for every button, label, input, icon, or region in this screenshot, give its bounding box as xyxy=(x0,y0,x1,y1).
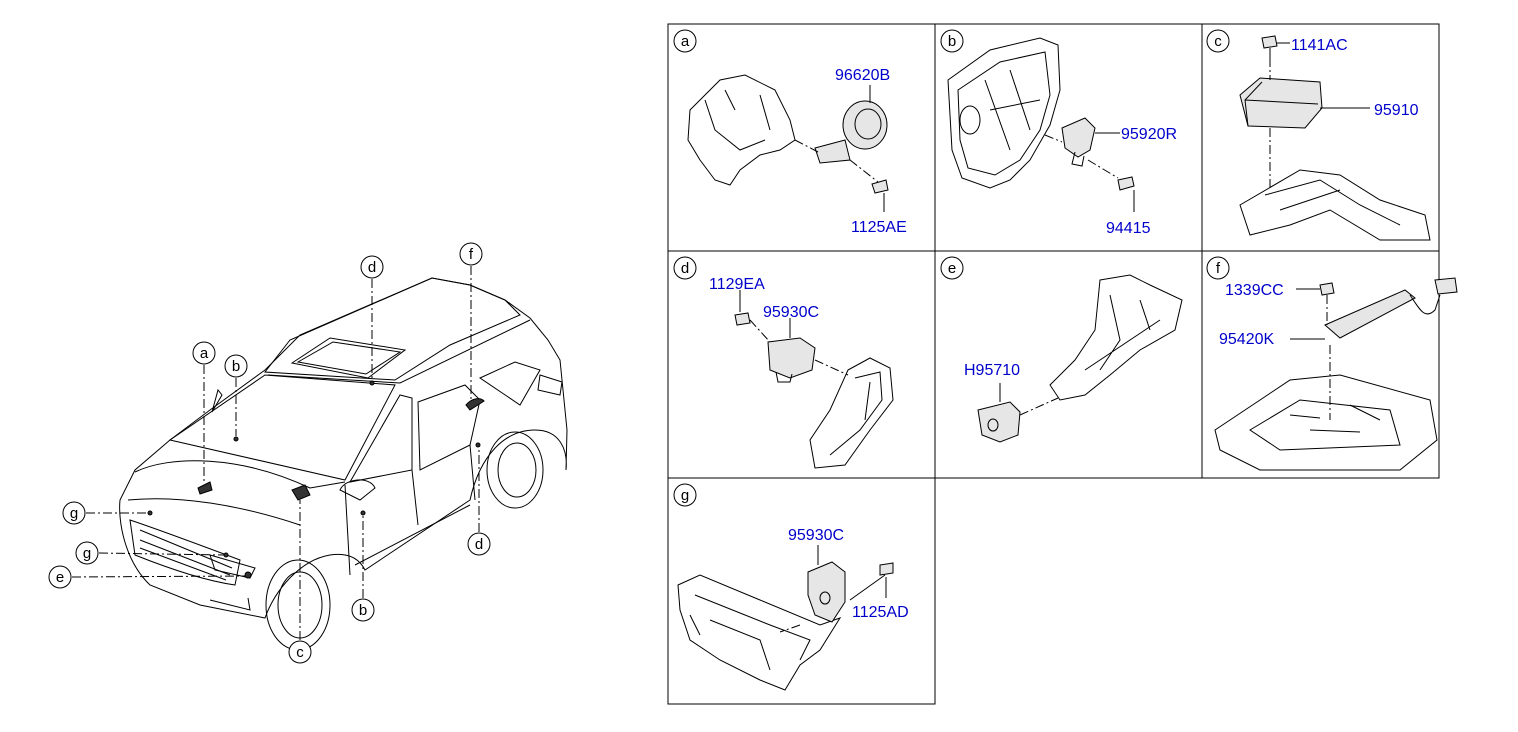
part-label-95910: 95910 xyxy=(1374,102,1419,119)
callout-b-top: b xyxy=(224,354,248,378)
sensor-95920r xyxy=(1061,117,1096,158)
part-label-95930c-g: 95930C xyxy=(788,527,844,544)
svg-text:g: g xyxy=(681,487,689,504)
svg-text:b: b xyxy=(359,602,367,619)
callout-g-upper: g xyxy=(62,501,86,525)
svg-text:d: d xyxy=(368,259,376,276)
svg-text:g: g xyxy=(83,545,91,562)
part-label-1125ad: 1125AD xyxy=(852,604,909,621)
detail-panel-b: b 95920R 94415 xyxy=(934,23,1203,252)
detail-panel-d: d 1129EA 95930C xyxy=(667,250,936,479)
part-label-94415: 94415 xyxy=(1106,220,1151,237)
svg-text:d: d xyxy=(475,536,483,553)
svg-text:b: b xyxy=(232,358,240,375)
part-label-95420k: 95420K xyxy=(1219,331,1274,348)
svg-text:b: b xyxy=(948,33,956,50)
callout-a: a xyxy=(192,341,216,365)
svg-text:a: a xyxy=(200,345,209,362)
svg-text:g: g xyxy=(70,505,78,522)
svg-text:e: e xyxy=(56,569,64,586)
svg-text:f: f xyxy=(1216,260,1221,277)
callout-g-lower: g xyxy=(75,541,99,565)
part-label-95930c-d: 95930C xyxy=(763,304,819,321)
part-label-h95710: H95710 xyxy=(964,362,1020,379)
part-label-1125ae: 1125AE xyxy=(851,219,907,236)
callout-c: c xyxy=(288,640,312,664)
detail-panel-e: e H95710 xyxy=(934,250,1203,479)
airbag-control-module-95910 xyxy=(1239,77,1323,129)
svg-text:c: c xyxy=(296,644,304,661)
callout-d-right: d xyxy=(467,532,491,556)
windshield xyxy=(168,374,396,481)
detail-panel-g: g 95930C 1125AD xyxy=(667,477,936,705)
part-label-1129ea: 1129EA xyxy=(709,276,765,293)
vehicle-roof xyxy=(264,277,521,381)
callout-d-top: d xyxy=(360,255,384,279)
vehicle-body-outline xyxy=(119,277,568,619)
detail-panel-a: a 96620B 1125AE xyxy=(667,23,936,252)
callout-f-top: f xyxy=(459,242,483,266)
b-pillar-bracket xyxy=(809,357,894,469)
front-wheel xyxy=(265,559,331,651)
part-label-1141ac: 1141AC xyxy=(1291,37,1348,54)
door-inner-panel xyxy=(947,37,1061,189)
horn-96620b xyxy=(842,100,888,150)
callout-e: e xyxy=(48,565,72,589)
detail-panel-f: f 1339CC 95420K xyxy=(1201,250,1458,479)
rear-wheel xyxy=(486,431,544,509)
floor-tunnel xyxy=(1239,169,1431,241)
svg-text:a: a xyxy=(681,33,690,50)
sensor-h95710 xyxy=(977,401,1021,443)
part-label-1339cc: 1339CC xyxy=(1225,282,1284,299)
part-label-95920r: 95920R xyxy=(1121,126,1177,143)
sunroof xyxy=(290,337,407,379)
svg-text:c: c xyxy=(1214,33,1222,50)
callout-b-bottom: b xyxy=(351,598,375,622)
radiator-support xyxy=(677,574,842,691)
svg-text:d: d xyxy=(681,260,689,277)
part-label-96620b: 96620B xyxy=(835,67,890,84)
vehicle-overview: d f a b g g e d xyxy=(48,242,568,664)
svg-text:e: e xyxy=(948,260,956,277)
grille xyxy=(129,519,241,586)
sensor-95930c-side xyxy=(767,337,816,379)
mounting-bracket xyxy=(687,74,796,186)
svg-text:f: f xyxy=(469,246,474,263)
hood xyxy=(134,460,346,489)
floor-panel xyxy=(1214,374,1438,471)
front-frame-member xyxy=(1049,274,1183,401)
antenna-module-95420k xyxy=(1324,289,1416,339)
detail-panel-c: c 1141AC 95910 xyxy=(1201,23,1440,252)
